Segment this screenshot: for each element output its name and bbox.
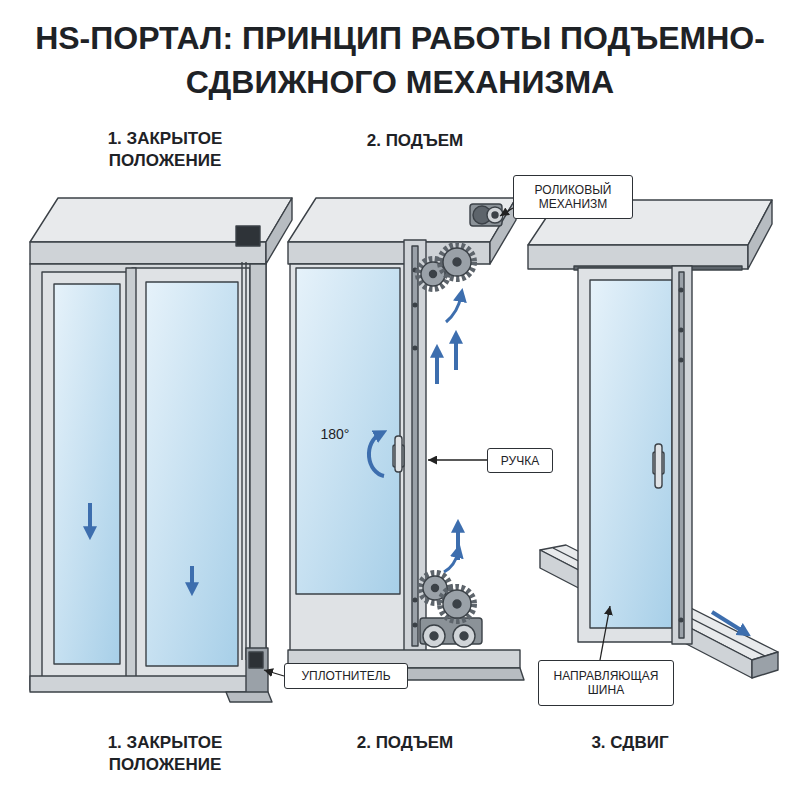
right-sash	[132, 268, 250, 680]
step-label: 2. ПОДЪЕМ	[340, 130, 490, 152]
header-top	[288, 198, 516, 242]
header-front	[528, 245, 748, 269]
handle	[395, 436, 402, 472]
gear	[443, 590, 471, 618]
title: HS-ПОРТАЛ: ПРИНЦИП РАБОТЫ ПОДЪЕМНО-СДВИЖ…	[20, 16, 780, 104]
rotation-arrow	[444, 552, 458, 572]
screw	[413, 346, 417, 350]
rotation-arrow	[446, 296, 461, 322]
roller-wheel	[453, 625, 475, 647]
leader-line	[264, 670, 284, 676]
angle-label: 180°	[312, 426, 358, 442]
gear-hub	[453, 600, 461, 608]
screw	[413, 598, 417, 602]
glass	[296, 268, 400, 594]
track-profile	[246, 648, 268, 694]
roller-wheel	[423, 625, 445, 647]
step-label: 2. ПОДЪЕМ	[330, 732, 480, 754]
glass-edge	[245, 262, 246, 660]
callout-text: РУЧКА	[501, 454, 539, 468]
panel-closed	[30, 198, 292, 702]
panel-slide	[528, 200, 778, 678]
down-arrow	[190, 566, 194, 588]
glass	[590, 280, 672, 628]
leader-lines	[264, 208, 610, 676]
step-label: 1. ЗАКРЫТОЕ ПОЛОЖЕНИЕ	[90, 128, 240, 172]
screw	[413, 623, 417, 627]
step-label: 3. СДВИГ	[555, 732, 705, 754]
profile-stripe	[679, 272, 684, 638]
callout-box: УПЛОТНИТЕЛЬ	[284, 663, 408, 689]
leader-line	[600, 606, 610, 660]
down-arrow	[88, 503, 92, 532]
jamb	[250, 264, 266, 690]
profile-stripe	[412, 246, 418, 646]
step-label: 1. ЗАКРЫТОЕ ПОЛОЖЕНИЕ	[90, 732, 240, 776]
gear-teeth	[440, 245, 474, 279]
roller-hub	[460, 632, 468, 640]
sash	[290, 264, 406, 652]
screw	[679, 328, 683, 332]
gear	[443, 248, 471, 276]
roller-hub	[492, 212, 498, 218]
screw	[413, 303, 417, 307]
track-base	[226, 692, 272, 702]
mullion	[126, 268, 136, 678]
gear-hub	[430, 271, 437, 278]
gear-teeth	[440, 587, 474, 621]
callout-text: НАПРАВЛЯЮЩАЯ ШИНА	[544, 669, 668, 697]
callout-box: РУЧКА	[487, 448, 553, 473]
glass	[54, 284, 120, 664]
bottom-seal	[249, 652, 263, 668]
callout-box: НАПРАВЛЯЮЩАЯ ШИНА	[538, 660, 674, 706]
roller-carriage	[470, 204, 502, 226]
sill	[30, 676, 266, 692]
sash-profile	[672, 266, 692, 644]
gear-hub	[432, 585, 439, 592]
callout-text: УПЛОТНИТЕЛЬ	[301, 669, 390, 683]
leader-line	[428, 459, 487, 460]
turn-arrow	[369, 434, 384, 476]
up-arrow	[435, 352, 439, 384]
outer-frame	[30, 264, 266, 690]
left-sash	[42, 272, 132, 677]
glass	[146, 282, 238, 666]
top-seal	[236, 226, 260, 246]
header-end	[748, 200, 772, 269]
panel-lift	[288, 198, 524, 680]
gear-hub	[453, 258, 461, 266]
screw	[679, 618, 683, 622]
screw	[679, 288, 683, 292]
glass-edge	[241, 262, 242, 660]
callout-text: РОЛИКОВЫЙ МЕХАНИЗМ	[519, 183, 627, 211]
up-arrow	[454, 338, 458, 370]
screw	[679, 358, 683, 362]
leader-line	[500, 208, 513, 216]
header-front	[30, 242, 266, 264]
roller-hub	[430, 632, 438, 640]
callout-box: РОЛИКОВЫЙ МЕХАНИЗМ	[513, 175, 633, 219]
slide-arrow	[712, 612, 744, 632]
handle	[655, 444, 662, 488]
